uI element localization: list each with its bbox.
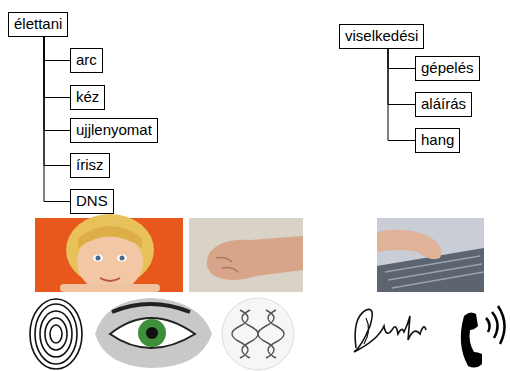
dna-ring [222, 298, 294, 370]
iris [138, 319, 166, 347]
photo-background [35, 218, 183, 292]
tree-branch [44, 37, 70, 166]
trait-box: arc [70, 48, 103, 73]
typing-photo [377, 218, 484, 292]
tree-branch [388, 49, 415, 141]
sound-waves [486, 306, 505, 344]
signature-stroke [364, 318, 369, 344]
hands [60, 284, 160, 292]
tree-branch [388, 49, 415, 69]
knuckles [216, 258, 238, 273]
node-label: ujjlenyomat [76, 120, 152, 140]
signature-icon [354, 309, 426, 352]
dna-icon [222, 298, 294, 370]
node-label: gépelés [421, 58, 474, 78]
mouth [100, 278, 120, 281]
trait-box: hang [415, 128, 460, 153]
trait-box: gépelés [415, 56, 480, 81]
node-label: élettani [14, 14, 62, 34]
fist-photo [189, 218, 303, 292]
node-label: írisz [76, 155, 104, 175]
face-photo [35, 214, 183, 292]
category-box: élettani [8, 12, 68, 37]
category-box: viselkedési [339, 24, 424, 49]
pupil [146, 327, 158, 339]
eye [93, 255, 103, 262]
tree-branch [44, 37, 70, 202]
tree-branch [44, 37, 70, 131]
signature-stroke [354, 309, 426, 352]
node-label: viselkedési [345, 26, 418, 46]
tree-branch [44, 37, 70, 98]
eye-background [95, 298, 212, 368]
eye-white [110, 318, 195, 348]
fringe [78, 226, 142, 248]
node-label: aláírás [421, 94, 466, 114]
key-rows [385, 256, 484, 288]
trait-box: ujjlenyomat [70, 118, 158, 143]
trait-box: aláírás [415, 92, 472, 117]
fingerprint-icon [30, 299, 82, 369]
trait-box: írisz [70, 153, 110, 178]
iris-icon [95, 298, 212, 368]
node-label: DNS [76, 191, 108, 211]
trait-box: kéz [70, 85, 105, 110]
node-label: arc [76, 50, 97, 70]
tree-branch [44, 37, 70, 61]
eyebrow [112, 304, 190, 312]
pupil [120, 256, 125, 261]
fist [207, 236, 303, 280]
pupil [96, 256, 101, 261]
node-label: kéz [76, 87, 99, 107]
photo-background [189, 218, 303, 292]
trait-box: DNS [70, 189, 114, 214]
tree-branch [388, 49, 415, 105]
node-label: hang [421, 130, 454, 150]
handset [461, 312, 482, 367]
dna-helix [232, 310, 258, 358]
dna-helix [258, 310, 284, 358]
photo-background [377, 218, 484, 292]
hand [377, 230, 442, 259]
phone-icon [461, 306, 505, 368]
eye [117, 255, 127, 262]
